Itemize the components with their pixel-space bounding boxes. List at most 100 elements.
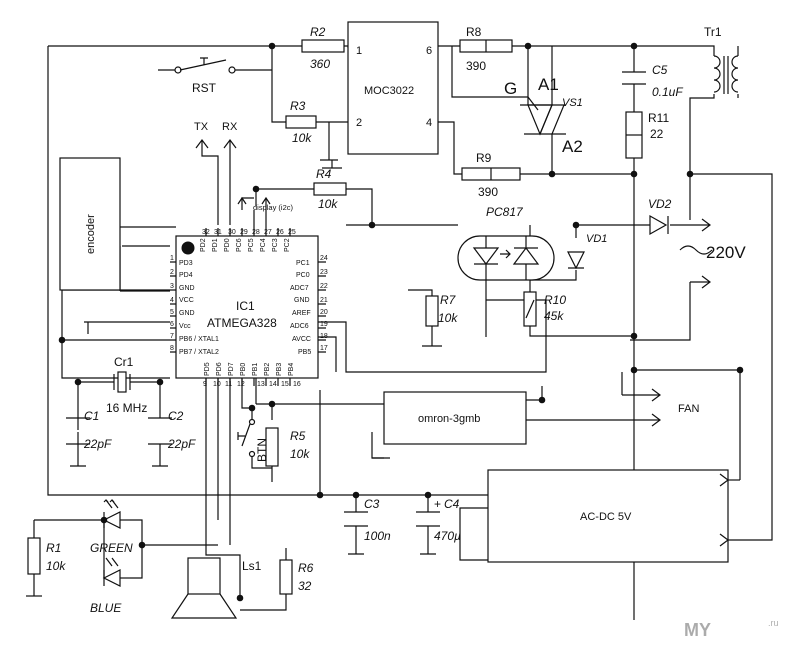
moc-pin: 6 xyxy=(426,45,432,57)
fan-output: FAN xyxy=(651,388,699,427)
r8-value: 390 xyxy=(466,59,486,73)
junction xyxy=(74,378,82,386)
pin-number: 13 xyxy=(257,381,265,388)
r6-value: 32 xyxy=(298,579,312,593)
r5-value: 10k xyxy=(290,447,310,461)
r9-ref: R9 xyxy=(476,151,492,165)
r4-value: 10k xyxy=(318,197,338,211)
ic1-atmega328: IC1 ATMEGA328 PD3 PD4 GND VCC GND Vcc PB… xyxy=(170,228,328,388)
c4-plus: + xyxy=(434,497,441,511)
junction xyxy=(524,42,532,50)
resistor-r3: R3 10k xyxy=(285,99,317,145)
junction xyxy=(572,221,580,229)
r1-ref: R1 xyxy=(46,541,61,555)
led-green: GREEN xyxy=(90,499,133,555)
r5-ref: R5 xyxy=(290,429,306,443)
pin-label: PB5 xyxy=(298,349,311,356)
pin-number: 15 xyxy=(281,381,289,388)
pin-number: 5 xyxy=(170,309,174,316)
pin-number: 24 xyxy=(320,255,328,262)
capacitor-c5: C5 0.1uF xyxy=(622,63,683,99)
junction xyxy=(538,396,546,404)
triac-a2-label: A2 xyxy=(562,137,583,156)
moc-label: MOC3022 xyxy=(364,85,414,97)
moc-pin: 4 xyxy=(426,117,432,129)
junction xyxy=(424,491,432,499)
mains-label: 220V xyxy=(706,243,746,262)
pin-label: ADC6 xyxy=(290,323,309,330)
ic-name: IC1 xyxy=(236,299,255,313)
pin-number: 30 xyxy=(228,229,236,236)
pin-number: 8 xyxy=(170,345,174,352)
ic-bottom-pins: PD5 PD6 PD7 PB0 PB1 PB2 PB3 PB4 9 10 11 … xyxy=(203,362,301,388)
resistor-r6: R6 32 xyxy=(279,559,314,595)
button-btn: BTN xyxy=(237,418,269,462)
tx-label: TX xyxy=(194,121,209,133)
capacitor-c3: C3 100n xyxy=(344,497,391,555)
cr1-ref: Cr1 xyxy=(114,355,134,369)
resistor-r1: R1 10k xyxy=(27,537,66,575)
pin-label: Vcc xyxy=(179,323,191,330)
pin-number: 27 xyxy=(264,229,272,236)
c5-ref: C5 xyxy=(652,63,668,77)
ic-right-pins: PC1 PC0 ADC7 GND AREF ADC6 AVCC PB5 24 2… xyxy=(290,255,328,356)
ls1-ref: Ls1 xyxy=(242,559,262,573)
rst-switch: RST xyxy=(174,57,236,95)
pin-number: 23 xyxy=(320,269,328,276)
pin-number: 9 xyxy=(203,381,207,388)
watermark-suffix: .ru xyxy=(768,618,779,628)
r8-ref: R8 xyxy=(466,25,482,39)
pin-label: PB7 / XTAL2 xyxy=(179,349,219,356)
pin-number: 16 xyxy=(293,381,301,388)
green-label: GREEN xyxy=(90,541,133,555)
pin-number: 25 xyxy=(288,229,296,236)
junction xyxy=(368,221,376,229)
optocoupler-pc817: PC817 xyxy=(457,205,555,281)
pin-label: PD0 xyxy=(224,238,231,252)
pin-number: 7 xyxy=(170,333,174,340)
pin-number: 1 xyxy=(170,255,174,262)
pin-number: 10 xyxy=(213,381,221,388)
pin-number: 4 xyxy=(170,297,174,304)
pin-label: PC1 xyxy=(296,260,310,267)
tx-rx-arrows: TX RX xyxy=(194,121,238,149)
junction xyxy=(156,378,164,386)
r1-value: 10k xyxy=(46,559,66,573)
moc3022: MOC3022 1 2 6 4 xyxy=(347,21,439,155)
pin-label: AREF xyxy=(292,310,311,317)
junction xyxy=(736,366,744,374)
pin-label: PC4 xyxy=(260,238,267,252)
capacitor-c2: C2 22pF xyxy=(148,409,196,451)
omron-label: omron-3gmb xyxy=(418,413,480,425)
vs1-ref: VS1 xyxy=(562,97,583,109)
pin-label: PD4 xyxy=(179,272,193,279)
pin-label: PB4 xyxy=(288,363,295,376)
r3-ref: R3 xyxy=(290,99,306,113)
junction xyxy=(252,185,260,193)
pin-label: GND xyxy=(179,310,195,317)
speaker-ls1: Ls1 xyxy=(170,557,262,619)
rx-label: RX xyxy=(222,121,238,133)
c4-value: 470µ xyxy=(434,529,461,543)
encoder-block: encoder xyxy=(59,157,121,291)
pin-label: PD3 xyxy=(179,260,193,267)
watermark-text: MY xyxy=(684,620,711,640)
junction xyxy=(268,42,276,50)
pin-number: 22 xyxy=(320,283,328,290)
r7-ref: R7 xyxy=(440,293,457,307)
diode-vd1: VD1 xyxy=(567,233,607,270)
r10-value: 45k xyxy=(544,309,564,323)
pin-number: 11 xyxy=(225,381,232,388)
rst-label: RST xyxy=(192,81,217,95)
resistor-r11: R11 22 xyxy=(625,111,669,159)
acdc-module: AC-DC 5V xyxy=(487,469,729,563)
junction xyxy=(548,170,556,178)
pin-number: 18 xyxy=(320,333,328,340)
pin-label: AVCC xyxy=(292,336,311,343)
c4-ref: C4 xyxy=(444,497,460,511)
acdc-label: AC-DC 5V xyxy=(580,511,632,523)
diode-vd2: VD2 xyxy=(648,197,711,236)
r2-ref: R2 xyxy=(310,25,326,39)
junction xyxy=(630,332,638,340)
pin-number: 19 xyxy=(320,321,328,328)
